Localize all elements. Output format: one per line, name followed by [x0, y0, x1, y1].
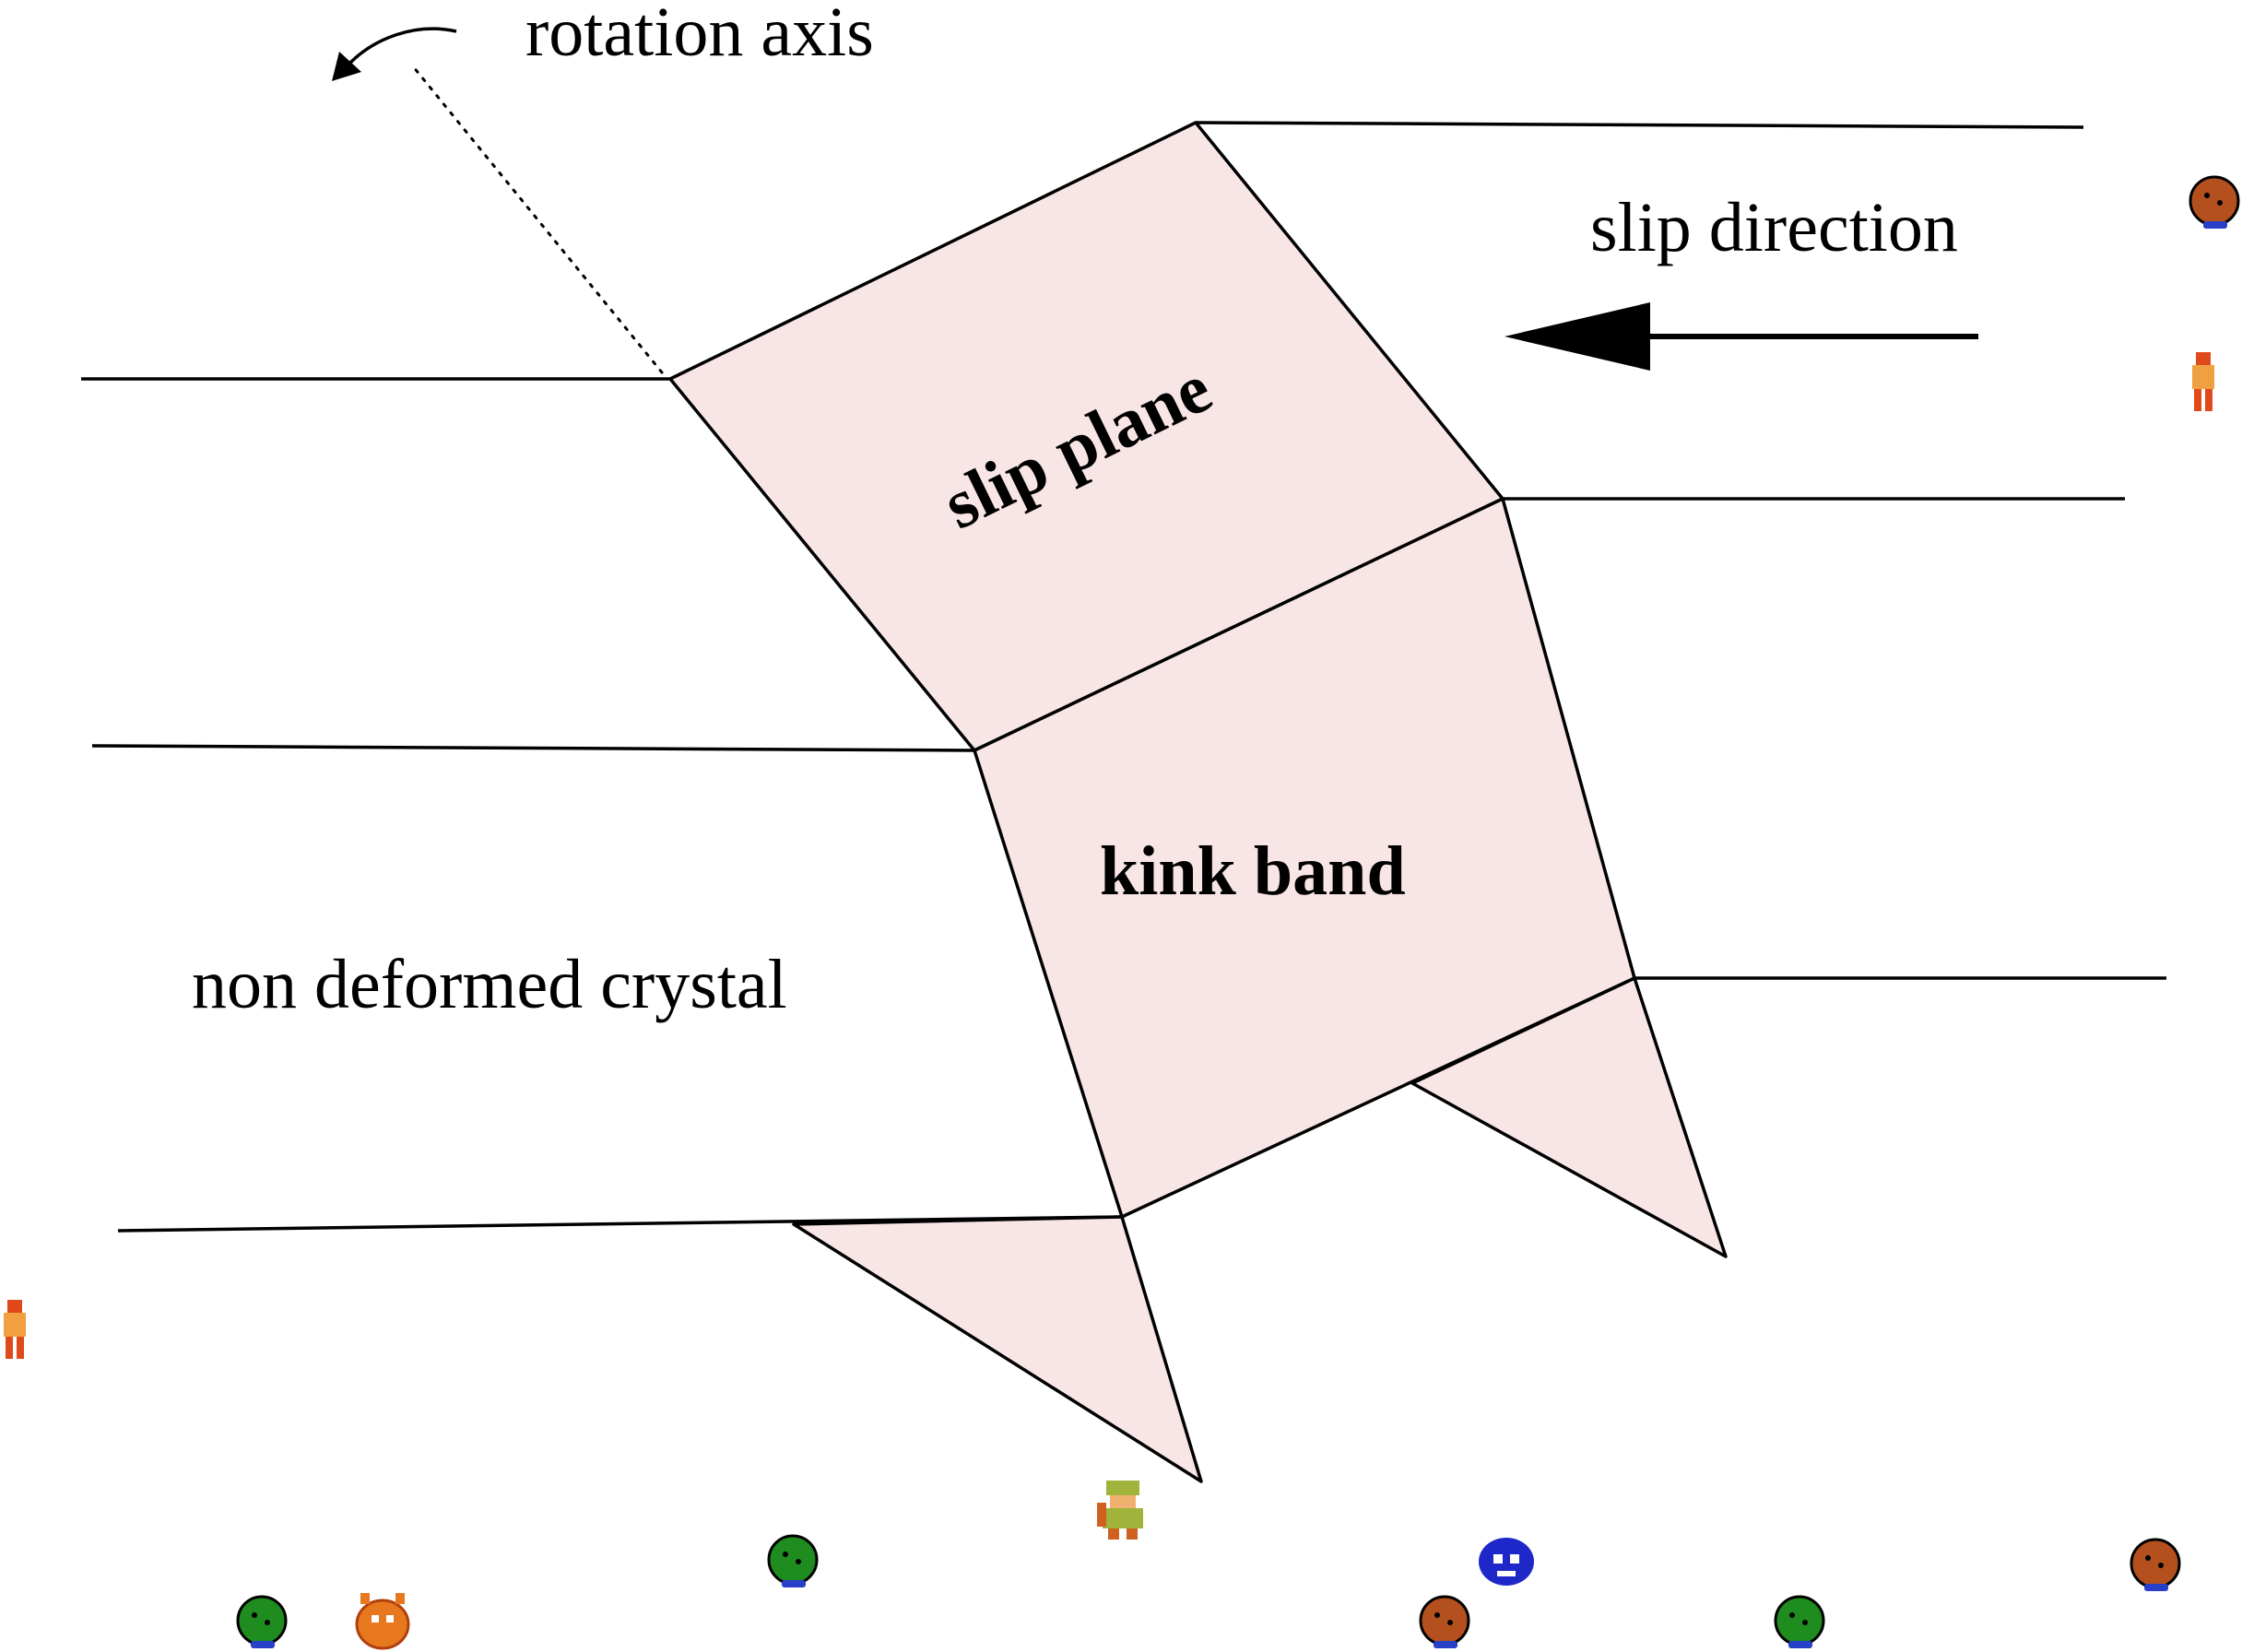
lower-left-wedge [792, 1215, 1203, 1483]
blue-creature-icon [1479, 1538, 1534, 1586]
non-deformed-crystal-label: non deformed crystal [192, 946, 787, 1023]
slip-direction-arrowhead [1504, 302, 1650, 371]
kink-band-label: kink band [1100, 832, 1406, 910]
slip-direction-label: slip direction [1590, 189, 1958, 266]
crystal-line-right-1 [1195, 121, 2084, 129]
green-tree-icon [767, 1534, 819, 1587]
brown-tree-icon [2189, 175, 2240, 229]
rotation-axis-curve [347, 27, 457, 66]
rotation-axis-line [411, 65, 664, 374]
red-figure-icon [2192, 352, 2214, 411]
rotation-axis-label: rotation axis [525, 0, 874, 71]
rotation-axis-arrowhead [332, 52, 361, 81]
kink-band-region [973, 497, 1636, 1219]
orange-creature-icon [355, 1593, 410, 1650]
brown-tree-icon [2130, 1538, 2181, 1591]
brown-tree-icon [1419, 1595, 1470, 1648]
crystal-line-left-2 [91, 744, 975, 752]
green-tree-icon [1774, 1595, 1825, 1648]
link-hero-icon [1097, 1481, 1143, 1540]
red-figure-icon [4, 1300, 26, 1359]
green-tree-icon [236, 1595, 288, 1648]
